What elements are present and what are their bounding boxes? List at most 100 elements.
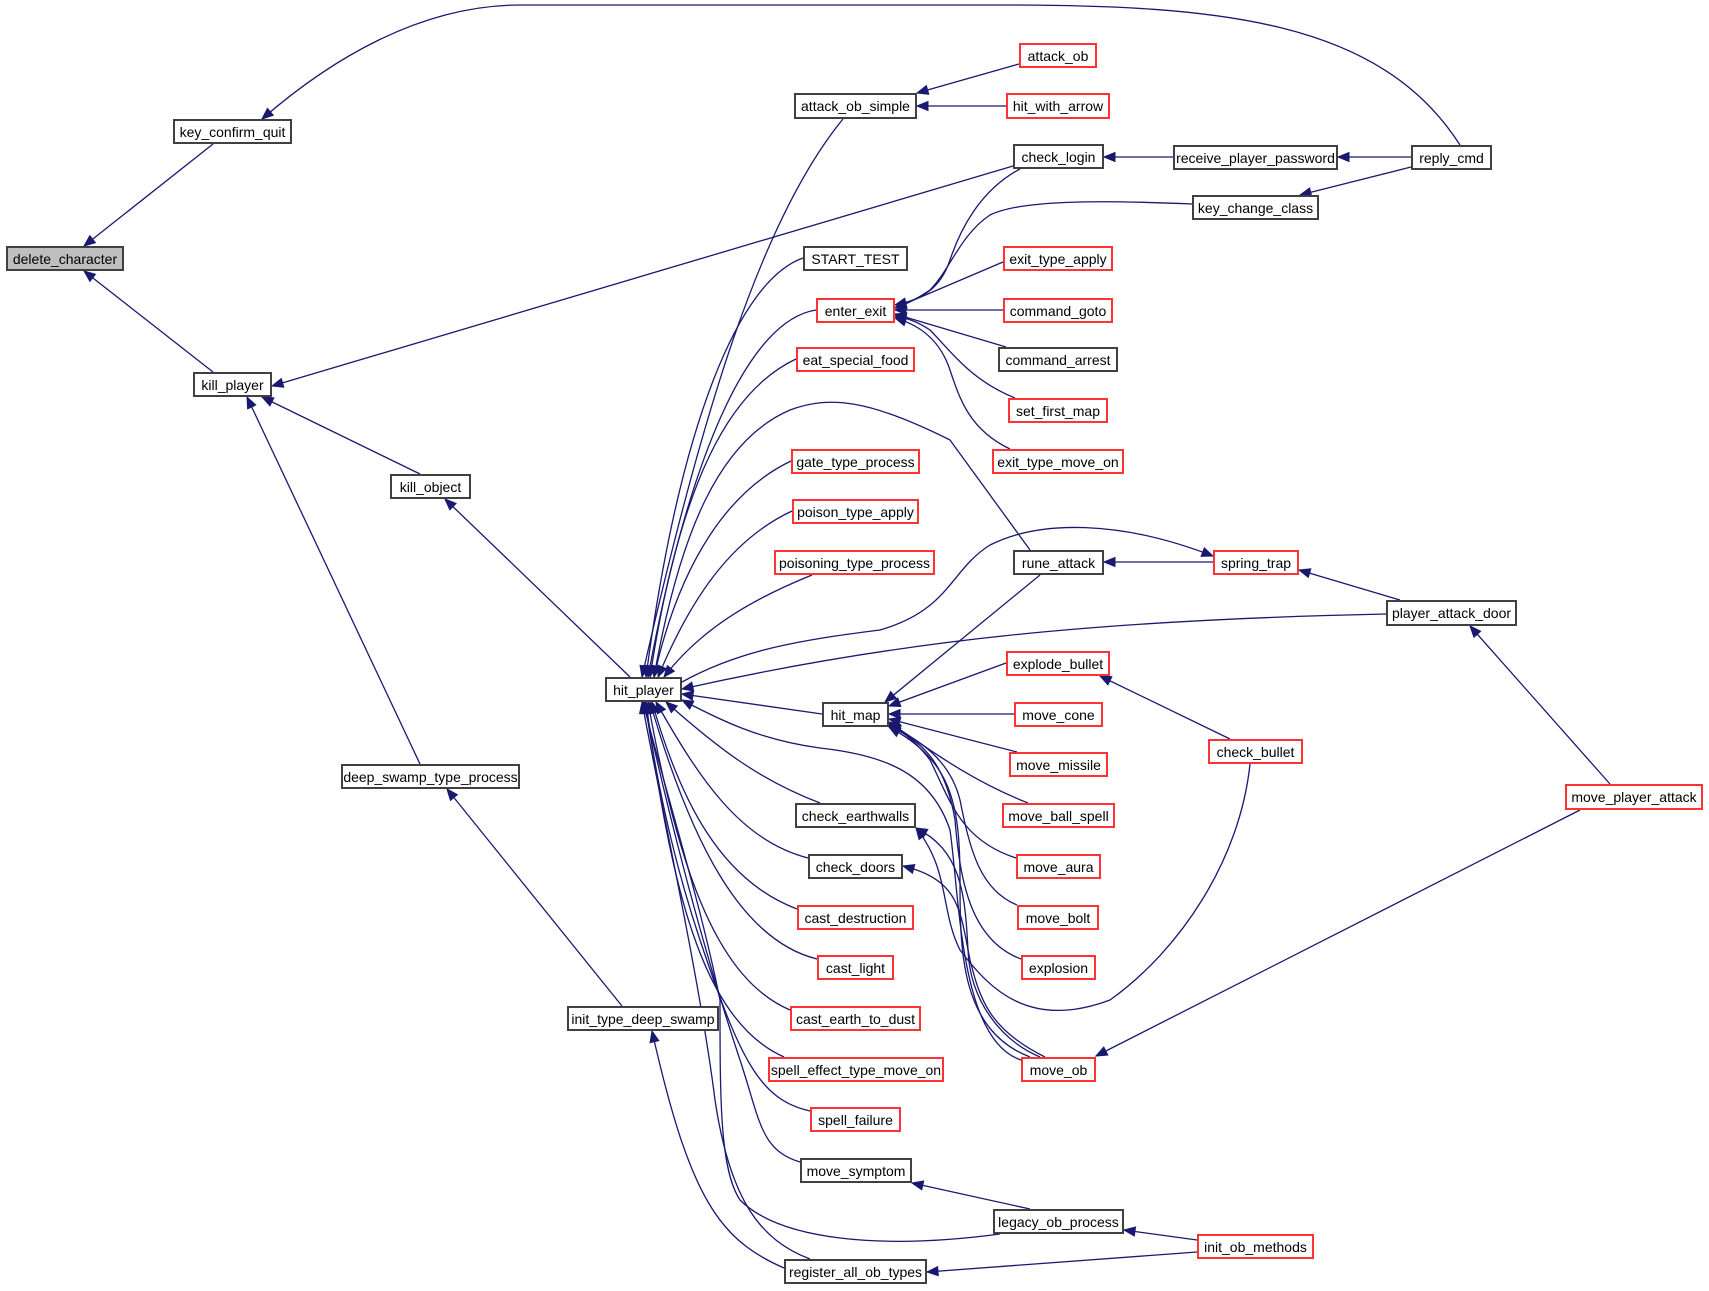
edge-move_aura-to-hit_map [888, 723, 1017, 859]
node-label: move_ob [1029, 1061, 1088, 1078]
node-label: move_missile [1016, 756, 1101, 773]
node-attack-ob-simple[interactable]: attack_ob_simple [794, 93, 917, 119]
node-eat-special-food[interactable]: eat_special_food [796, 347, 915, 372]
arrowhead-register_all_ob_types-to-init_type_deep_swamp [649, 1029, 660, 1044]
node-deep-swamp-type-process[interactable]: deep_swamp_type_process [341, 764, 520, 789]
node-move-cone[interactable]: move_cone [1014, 702, 1103, 727]
arrowhead-poisoning_type_process-to-hit_player [663, 664, 676, 679]
node-explosion[interactable]: explosion [1021, 955, 1096, 980]
node-spring-trap[interactable]: spring_trap [1213, 550, 1299, 575]
edge-check_earthwalls-to-hit_player [665, 701, 821, 804]
node-poisoning-type-process[interactable]: poisoning_type_process [774, 550, 935, 575]
node-set-first-map[interactable]: set_first_map [1008, 398, 1108, 423]
node-label: check_earthwalls [801, 807, 910, 824]
arrowhead-move_ob-to-hit_map [887, 726, 902, 738]
node-check-doors[interactable]: check_doors [808, 854, 903, 879]
node-check-earthwalls[interactable]: check_earthwalls [795, 803, 916, 828]
node-label: legacy_ob_process [998, 1213, 1119, 1230]
node-label: check_doors [815, 858, 896, 875]
node-move-missile[interactable]: move_missile [1009, 752, 1108, 777]
node-label: hit_player [613, 681, 674, 698]
edge-poison_type_apply-to-hit_player [657, 510, 793, 678]
node-check-bullet[interactable]: check_bullet [1208, 739, 1303, 764]
node-start-test[interactable]: START_TEST [803, 246, 908, 271]
node-move-ob[interactable]: move_ob [1021, 1057, 1096, 1082]
edge-check_doors-to-hit_player [655, 701, 809, 859]
node-init-ob-methods[interactable]: init_ob_methods [1197, 1234, 1314, 1259]
edge-reply_cmd-to-key_change_class [1299, 166, 1412, 196]
node-delete-character[interactable]: delete_character [6, 246, 124, 271]
edge-check_bullet-to-check_earthwalls [915, 763, 1251, 1011]
node-key-confirm-quit[interactable]: key_confirm_quit [173, 119, 292, 144]
arrowhead-attack_ob-to-attack_ob_simple [915, 84, 930, 95]
edge-move_ob-to-check_doors [902, 865, 1046, 1058]
edge-rune_attack-to-hit_player [653, 401, 1031, 678]
arrowhead-reply_cmd-to-receive_player_password [1336, 151, 1350, 163]
node-gate-type-process[interactable]: gate_type_process [791, 449, 920, 474]
node-key-change-class[interactable]: key_change_class [1192, 195, 1319, 220]
arrowhead-explode_bullet-to-hit_map [887, 697, 902, 707]
arrowhead-hit_map-to-hit_player [680, 690, 695, 701]
node-register-all-ob-types[interactable]: register_all_ob_types [784, 1259, 927, 1284]
node-exit-type-apply[interactable]: exit_type_apply [1003, 246, 1113, 271]
node-reply-cmd[interactable]: reply_cmd [1411, 145, 1492, 170]
node-label: set_first_map [1015, 402, 1101, 419]
node-cast-light[interactable]: cast_light [817, 955, 894, 980]
node-hit-player[interactable]: hit_player [605, 677, 682, 702]
node-explode-bullet[interactable]: explode_bullet [1006, 651, 1110, 676]
node-move-symptom[interactable]: move_symptom [800, 1158, 912, 1183]
node-command-goto[interactable]: command_goto [1003, 298, 1113, 323]
node-label: cast_light [825, 959, 886, 976]
node-label: poison_type_apply [797, 503, 914, 520]
node-exit-type-move-on[interactable]: exit_type_move_on [992, 449, 1124, 474]
edge-init_ob_methods-to-register_all_ob_types [926, 1251, 1198, 1273]
edge-hit_player-to-kill_object [444, 498, 631, 678]
arrowhead-player_attack_door-to-spring_trap [1297, 568, 1312, 579]
edge-move_ob-to-hit_player [681, 699, 1022, 1061]
node-cast-earth-to-dust[interactable]: cast_earth_to_dust [790, 1006, 921, 1031]
node-label: move_aura [1023, 858, 1094, 875]
node-spell-failure[interactable]: spell_failure [810, 1107, 901, 1132]
node-move-player-attack[interactable]: move_player_attack [1565, 784, 1703, 810]
node-label: move_player_attack [1571, 789, 1697, 805]
edge-explosion-to-hit_map [888, 725, 1022, 960]
node-enter-exit[interactable]: enter_exit [816, 298, 895, 323]
edge-eat_special_food-to-hit_player [649, 358, 797, 678]
arrowhead-init_ob_methods-to-legacy_ob_process [1122, 1226, 1137, 1237]
node-receive-player-password[interactable]: receive_player_password [1173, 145, 1338, 170]
node-legacy-ob-process[interactable]: legacy_ob_process [993, 1209, 1124, 1234]
arrowhead-hit_with_arrow-to-attack_ob_simple [915, 100, 929, 112]
node-label: register_all_ob_types [788, 1263, 923, 1280]
node-player-attack-door[interactable]: player_attack_door [1386, 600, 1517, 626]
node-attack-ob[interactable]: attack_ob [1019, 43, 1097, 68]
node-move-ball-spell[interactable]: move_ball_spell [1002, 803, 1115, 828]
node-label: poisoning_type_process [779, 554, 930, 571]
node-poison-type-apply[interactable]: poison_type_apply [792, 499, 919, 524]
node-spell-effect-type-move-on[interactable]: spell_effect_type_move_on [768, 1057, 944, 1082]
arrowhead-move_ob-to-move_player_attack [1094, 1046, 1109, 1057]
node-label: check_bullet [1216, 743, 1295, 760]
node-hit-with-arrow[interactable]: hit_with_arrow [1006, 93, 1110, 119]
node-label: key_change_class [1197, 199, 1314, 216]
node-label: hit_with_arrow [1012, 98, 1104, 114]
node-label: receive_player_password [1176, 149, 1335, 166]
node-check-login[interactable]: check_login [1013, 144, 1104, 169]
node-init-type-deep-swamp[interactable]: init_type_deep_swamp [567, 1006, 719, 1031]
node-move-aura[interactable]: move_aura [1016, 854, 1101, 879]
edge-exit_type_move_on-to-enter_exit [894, 317, 1011, 450]
node-kill-player[interactable]: kill_player [193, 372, 272, 397]
node-cast-destruction[interactable]: cast_destruction [797, 905, 914, 930]
arrowhead-check_earthwalls-to-hit_player [665, 701, 679, 714]
arrowhead-register_all_ob_types-to-hit_player [638, 700, 650, 715]
edge-deep_swamp_type_process-to-kill_player [246, 396, 421, 765]
node-label: spell_effect_type_move_on [770, 1061, 942, 1078]
node-kill-object[interactable]: kill_object [390, 474, 471, 499]
node-move-bolt[interactable]: move_bolt [1017, 905, 1099, 930]
node-hit-map[interactable]: hit_map [822, 702, 889, 727]
arrowhead-hit_player-to-kill_object [444, 498, 457, 511]
node-rune-attack[interactable]: rune_attack [1013, 550, 1104, 575]
edge-explode_bullet-to-hit_map [888, 662, 1007, 707]
edge-START_TEST-to-hit_player [645, 257, 804, 678]
node-command-arrest[interactable]: command_arrest [998, 347, 1118, 372]
